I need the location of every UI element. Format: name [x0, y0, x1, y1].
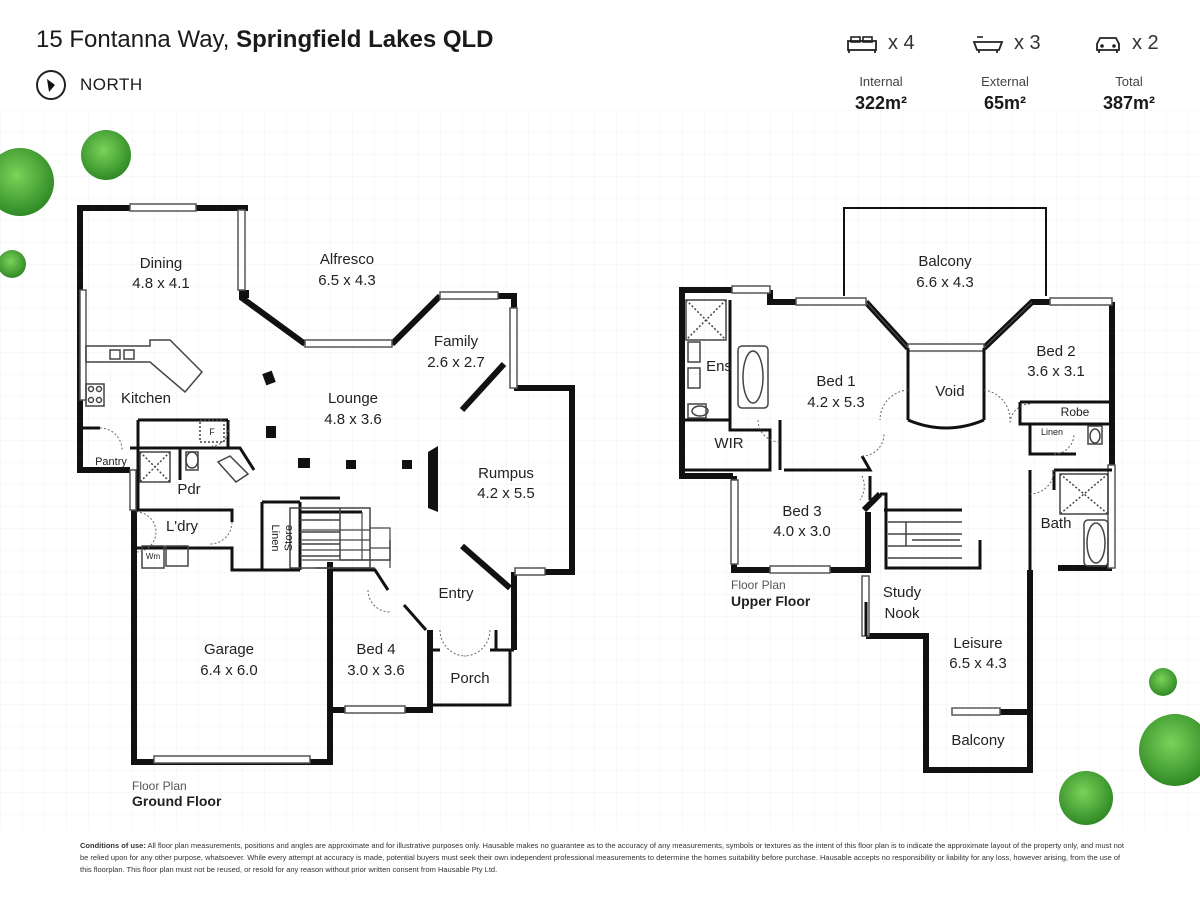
upper-caption-big: Upper Floor: [731, 593, 811, 609]
room-label-kitchen: Kitchen: [121, 390, 171, 407]
room-label-leisure: Leisure: [953, 635, 1002, 652]
car-count: x 2: [1094, 32, 1159, 55]
ground-floor-plan: [77, 203, 575, 765]
wall: [460, 543, 512, 591]
room-dims-leisure: 6.5 x 4.3: [949, 655, 1007, 672]
room-label-ldry: L'dry: [166, 518, 199, 535]
room-label-fridge: F: [209, 427, 215, 437]
room-dims-alfresco: 6.5 x 4.3: [318, 272, 376, 289]
tree-icon: [1149, 668, 1177, 696]
room-label-linen-upper: Linen: [1041, 427, 1063, 437]
wall: [923, 712, 1033, 773]
room-label-study: Study: [883, 584, 922, 601]
external-area-label: External: [981, 74, 1029, 89]
wall: [459, 361, 507, 413]
compass-icon: [36, 70, 66, 100]
upper-floor-plan: [679, 207, 1116, 773]
car-icon: [1096, 36, 1120, 53]
wall: [389, 293, 443, 347]
internal-area-value: 322m²: [854, 93, 908, 113]
suburb: Springfield Lakes QLD: [236, 26, 494, 53]
room-label-family: Family: [434, 333, 479, 350]
room-label-wir: WIR: [714, 435, 743, 452]
tree-icon: [0, 148, 54, 216]
ground-caption-small: Floor Plan: [132, 779, 187, 793]
room-label-rumpus: Rumpus: [478, 465, 534, 482]
tree-icon: [0, 250, 26, 278]
ground-floor-labels: Dining 4.8 x 4.1 Alfresco 6.5 x 4.3 Fami…: [95, 251, 535, 687]
upper-caption-small: Floor Plan: [731, 578, 786, 592]
room-label-pantry: Pantry: [95, 456, 127, 468]
room-label-linen-ground: Linen: [269, 525, 281, 552]
room-label-washer: Wm: [146, 552, 161, 561]
room-label-bath: Bath: [1041, 515, 1072, 532]
bathtub-icon: [972, 35, 1004, 53]
tree-icon: [1059, 771, 1113, 825]
room-label-pdr: Pdr: [177, 481, 200, 498]
room-label-dining: Dining: [140, 255, 183, 272]
north-indicator: NORTH: [36, 70, 143, 100]
total-area-value: 387m²: [1102, 93, 1156, 113]
tree-icons: [0, 130, 1200, 825]
room-label-ens: Ens: [706, 358, 732, 375]
room-dims-balcony-top: 6.6 x 4.3: [916, 274, 974, 291]
ground-caption-big: Ground Floor: [132, 793, 222, 809]
external-area: External 65m²: [950, 74, 1060, 114]
internal-area-label: Internal: [859, 74, 903, 89]
wall: [679, 287, 733, 479]
conditions-of-use: Conditions of use: All floor plan measur…: [80, 840, 1125, 876]
room-label-porch: Porch: [450, 670, 489, 687]
property-address: 15 Fontanna Way, Springfield Lakes QLD: [36, 26, 494, 54]
room-label-nook: Nook: [884, 605, 920, 622]
room-label-alfresco: Alfresco: [320, 251, 374, 268]
conditions-heading: Conditions of use:: [80, 841, 146, 850]
external-area-value: 65m²: [983, 93, 1027, 113]
car-count-value: x 2: [1132, 32, 1159, 54]
room-dims-bed2: 3.6 x 3.1: [1027, 363, 1085, 380]
wall: [866, 633, 929, 712]
room-label-entry: Entry: [438, 585, 474, 602]
room-label-garage: Garage: [204, 641, 254, 658]
tree-icon: [1139, 714, 1200, 786]
wall: [514, 385, 575, 575]
room-label-store: Store: [283, 525, 295, 551]
room-dims-dining: 4.8 x 4.1: [132, 275, 190, 292]
room-label-void: Void: [935, 383, 964, 400]
bathroom-count-value: x 3: [1014, 32, 1041, 54]
total-area-label: Total: [1115, 74, 1143, 89]
room-dims-garage: 6.4 x 6.0: [200, 662, 258, 679]
room-dims-bed4: 3.0 x 3.6: [347, 662, 405, 679]
room-label-balcony-top: Balcony: [918, 253, 972, 270]
wall: [767, 290, 796, 305]
room-label-bed3: Bed 3: [782, 503, 821, 520]
wall: [498, 293, 517, 308]
room-dims-rumpus: 4.2 x 5.5: [477, 485, 535, 502]
room-dims-bed1: 4.2 x 5.3: [807, 394, 865, 411]
north-label: NORTH: [80, 75, 143, 94]
room-label-bed2: Bed 2: [1036, 343, 1075, 360]
tree-icon: [81, 130, 131, 180]
conditions-text: All floor plan measurements, positions a…: [80, 841, 1124, 874]
room-label-bed1: Bed 1: [816, 373, 855, 390]
room-label-balcony-bottom: Balcony: [951, 732, 1005, 749]
internal-area: Internal 322m²: [826, 74, 936, 114]
bed-icon: [847, 35, 877, 53]
upper-floor-labels: Balcony 6.6 x 4.3 Ens Bed 1 4.2 x 5.3 Vo…: [706, 253, 1090, 749]
room-dims-bed3: 4.0 x 3.0: [773, 523, 831, 540]
room-label-lounge: Lounge: [328, 390, 378, 407]
room-label-bed4: Bed 4: [356, 641, 395, 658]
floor-captions: Floor Plan Ground Floor Floor Plan Upper…: [132, 578, 811, 809]
room-dims-family: 2.6 x 2.7: [427, 354, 485, 371]
wall: [861, 491, 883, 513]
room-label-robe: Robe: [1061, 405, 1090, 419]
room-dims-lounge: 4.8 x 3.6: [324, 411, 382, 428]
street-address: 15 Fontanna Way,: [36, 26, 230, 53]
bathroom-count: x 3: [972, 32, 1041, 55]
total-area: Total 387m²: [1074, 74, 1184, 114]
bedroom-count-value: x 4: [888, 32, 915, 54]
bedroom-count: x 4: [846, 32, 915, 55]
